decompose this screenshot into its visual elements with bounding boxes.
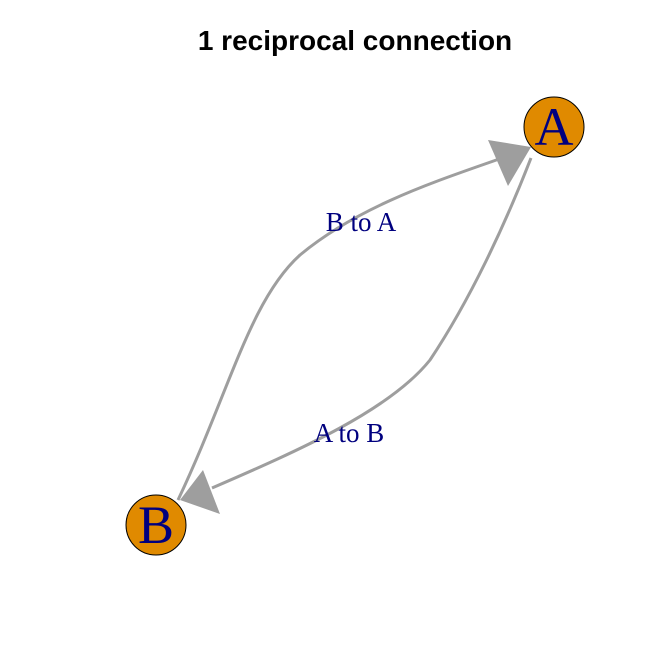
edge-b-to-a-line — [176, 156, 503, 501]
edge-label-a-to-b: A to B — [314, 418, 385, 448]
node-b-label: B — [138, 495, 174, 555]
edge-label-b-to-a: B to A — [326, 207, 397, 237]
node-a-circle — [523, 96, 585, 158]
node-a: A — [523, 96, 585, 158]
node-a-label: A — [535, 97, 574, 157]
node-b-circle — [125, 494, 187, 556]
edge-b-to-a — [176, 140, 531, 501]
edge-a-to-b-arrowhead — [180, 470, 220, 514]
node-b: B — [125, 494, 187, 556]
diagram-title: 1 reciprocal connection — [198, 25, 512, 56]
edge-a-to-b-line — [211, 157, 533, 490]
edge-a-to-b — [180, 157, 533, 514]
edge-b-to-a-arrowhead — [488, 140, 531, 186]
